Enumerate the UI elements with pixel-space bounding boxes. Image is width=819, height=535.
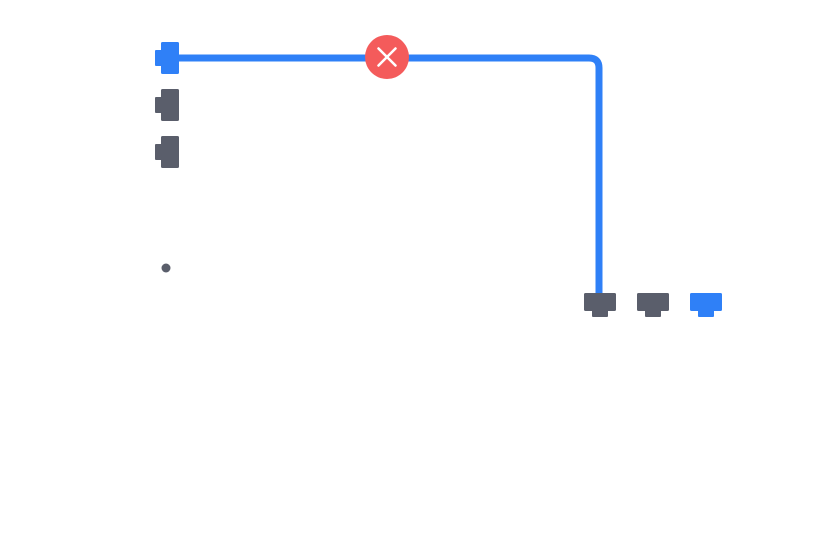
left-port[interactable] [155,89,179,121]
bottom-port[interactable] [637,293,669,317]
left-port[interactable] [155,136,179,168]
close-icon [377,47,397,67]
bottom-port-active[interactable] [690,293,722,317]
connection-wire[interactable] [168,54,603,300]
bottom-port[interactable] [584,293,616,317]
anchor-dot [161,263,171,273]
delete-connection-button[interactable] [365,35,409,79]
left-port-active[interactable] [155,42,179,74]
